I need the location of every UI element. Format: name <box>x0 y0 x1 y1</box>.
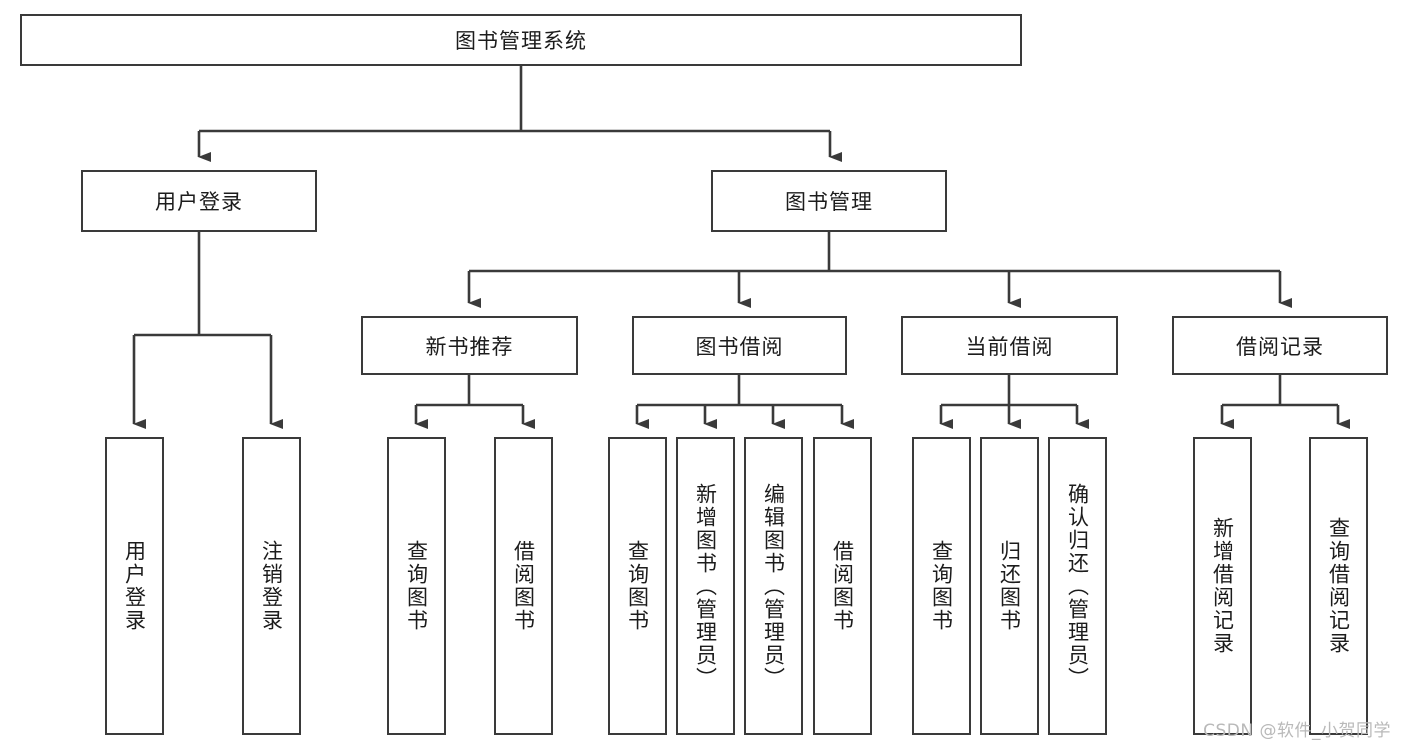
node-user-login[interactable]: 用户登录 <box>81 170 317 232</box>
csdn-watermark: CSDN @软件_小贺同学 <box>1203 721 1391 741</box>
node-leaf-add-record[interactable]: 新增借阅记录 <box>1193 437 1252 735</box>
node-leaf-return-book[interactable]: 归还图书 <box>980 437 1039 735</box>
node-book-manage[interactable]: 图书管理 <box>711 170 947 232</box>
node-borrow-record-label: 借阅记录 <box>1236 334 1324 359</box>
node-leaf-query-record-label: 查询借阅记录 <box>1326 517 1351 655</box>
node-leaf-add-record-label: 新增借阅记录 <box>1210 517 1235 655</box>
node-book-borrow-label: 图书借阅 <box>695 334 784 359</box>
node-leaf-add-book-label: 新增图书（管理员） <box>693 482 718 690</box>
node-leaf-query-record[interactable]: 查询借阅记录 <box>1309 437 1368 735</box>
node-leaf-logout[interactable]: 注销登录 <box>242 437 301 735</box>
node-book-borrow[interactable]: 图书借阅 <box>632 316 847 375</box>
node-leaf-edit-book-label: 编辑图书（管理员） <box>761 482 786 690</box>
node-leaf-query-book-2-label: 查询图书 <box>625 540 650 632</box>
node-new-book-rec-label: 新书推荐 <box>425 334 514 359</box>
node-leaf-edit-book[interactable]: 编辑图书（管理员） <box>744 437 803 735</box>
node-leaf-query-book-3[interactable]: 查询图书 <box>912 437 971 735</box>
node-borrow-record[interactable]: 借阅记录 <box>1172 316 1388 375</box>
node-leaf-query-book-3-label: 查询图书 <box>929 540 954 632</box>
node-root-label: 图书管理系统 <box>455 29 587 53</box>
node-current-borrow[interactable]: 当前借阅 <box>901 316 1118 375</box>
node-leaf-query-book-1-label: 查询图书 <box>404 540 429 632</box>
node-leaf-query-book-2[interactable]: 查询图书 <box>608 437 667 735</box>
node-leaf-confirm-return[interactable]: 确认归还（管理员） <box>1048 437 1107 735</box>
node-leaf-add-book[interactable]: 新增图书（管理员） <box>676 437 735 735</box>
node-leaf-return-book-label: 归还图书 <box>997 540 1022 632</box>
node-leaf-logout-label: 注销登录 <box>259 540 284 632</box>
node-user-login-label: 用户登录 <box>155 190 243 214</box>
node-current-borrow-label: 当前借阅 <box>965 334 1054 359</box>
node-leaf-borrow-book-1[interactable]: 借阅图书 <box>494 437 553 735</box>
node-leaf-borrow-book-1-label: 借阅图书 <box>511 540 536 632</box>
node-leaf-user-login[interactable]: 用户登录 <box>105 437 164 735</box>
node-leaf-confirm-return-label: 确认归还（管理员） <box>1065 482 1090 690</box>
node-leaf-user-login-label: 用户登录 <box>122 540 147 632</box>
node-new-book-rec[interactable]: 新书推荐 <box>361 316 578 375</box>
node-book-manage-label: 图书管理 <box>785 190 873 214</box>
node-leaf-borrow-book-2[interactable]: 借阅图书 <box>813 437 872 735</box>
node-leaf-query-book-1[interactable]: 查询图书 <box>387 437 446 735</box>
node-root[interactable]: 图书管理系统 <box>20 14 1022 66</box>
node-leaf-borrow-book-2-label: 借阅图书 <box>830 540 855 632</box>
